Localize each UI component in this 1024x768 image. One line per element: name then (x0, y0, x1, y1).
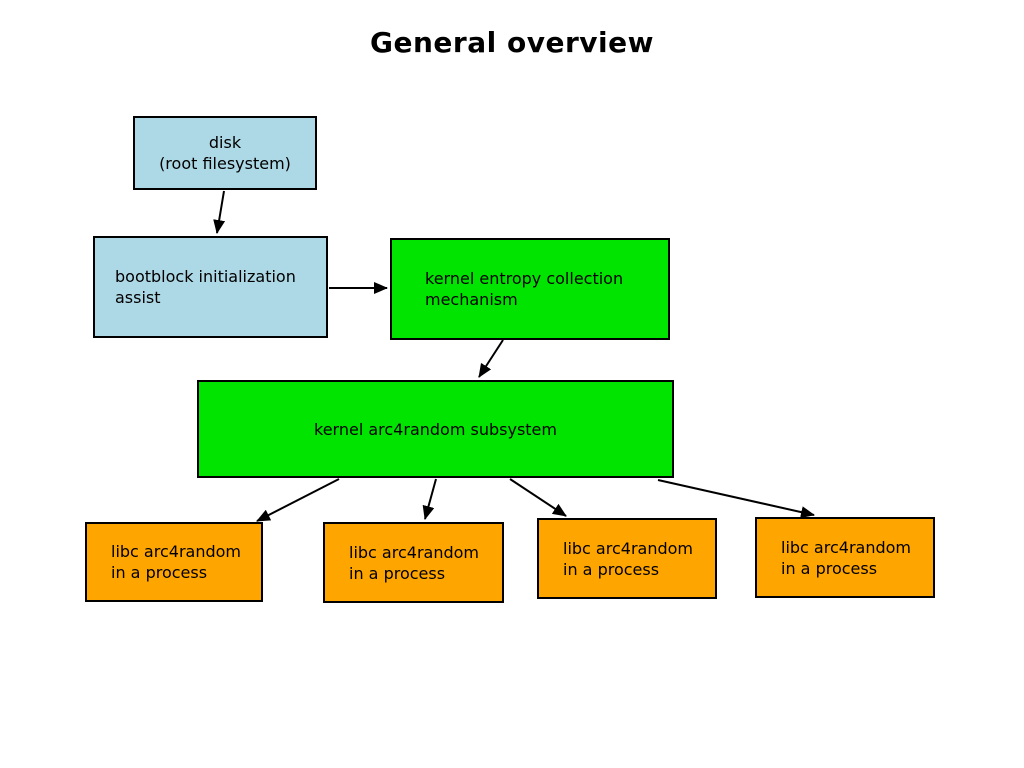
node-disk-label-line1: disk (208, 133, 242, 152)
arrow-arc4random-to-libc-2 (509, 478, 567, 517)
node-entropy-label-line1: kernel entropy collection (425, 269, 624, 288)
node-bootblock-initialization-assist: bootblock initialization assist (93, 236, 328, 338)
node-disk: disk (root filesystem) (133, 116, 317, 190)
node-libc-4-label-line1: libc arc4random (781, 537, 911, 557)
node-arc4random-label: kernel arc4random subsystem (314, 419, 557, 439)
node-libc-arc4random-process-3: libc arc4random in a process (537, 518, 717, 599)
node-libc-4-label-line2: in a process (781, 558, 878, 578)
node-kernel-arc4random-subsystem: kernel arc4random subsystem (197, 380, 674, 478)
node-libc-3-label-line1: libc arc4random (563, 538, 693, 558)
page-title: General overview (370, 26, 654, 59)
node-bootblock-label-line2: assist (115, 288, 161, 307)
node-libc-1-label-line1: libc arc4random (111, 542, 241, 561)
arrow-arc4random-to-libc-3 (657, 479, 815, 519)
node-libc-1-label-line2: in a process (111, 563, 208, 582)
node-kernel-entropy-collection-mechanism: kernel entropy collection mechanism (390, 238, 670, 340)
node-entropy-label-line2: mechanism (425, 290, 518, 309)
arrow-arc4random-to-libc-0 (256, 478, 340, 522)
node-libc-arc4random-process-1: libc arc4random in a process (85, 522, 263, 602)
arrow-entropy-to-arc4random (478, 339, 504, 378)
node-libc-3-label-line2: in a process (563, 559, 660, 579)
node-libc-2-label-line1: libc arc4random (349, 542, 479, 562)
node-libc-arc4random-process-4: libc arc4random in a process (755, 517, 935, 598)
node-libc-arc4random-process-2: libc arc4random in a process (323, 522, 504, 603)
node-libc-2-label-line2: in a process (349, 563, 446, 583)
arrow-disk-to-bootblock (213, 190, 226, 234)
node-disk-label-line2: (root filesystem) (159, 154, 291, 173)
node-bootblock-label-line1: bootblock initialization (115, 267, 296, 286)
arrow-arc4random-to-libc-1 (422, 478, 437, 520)
